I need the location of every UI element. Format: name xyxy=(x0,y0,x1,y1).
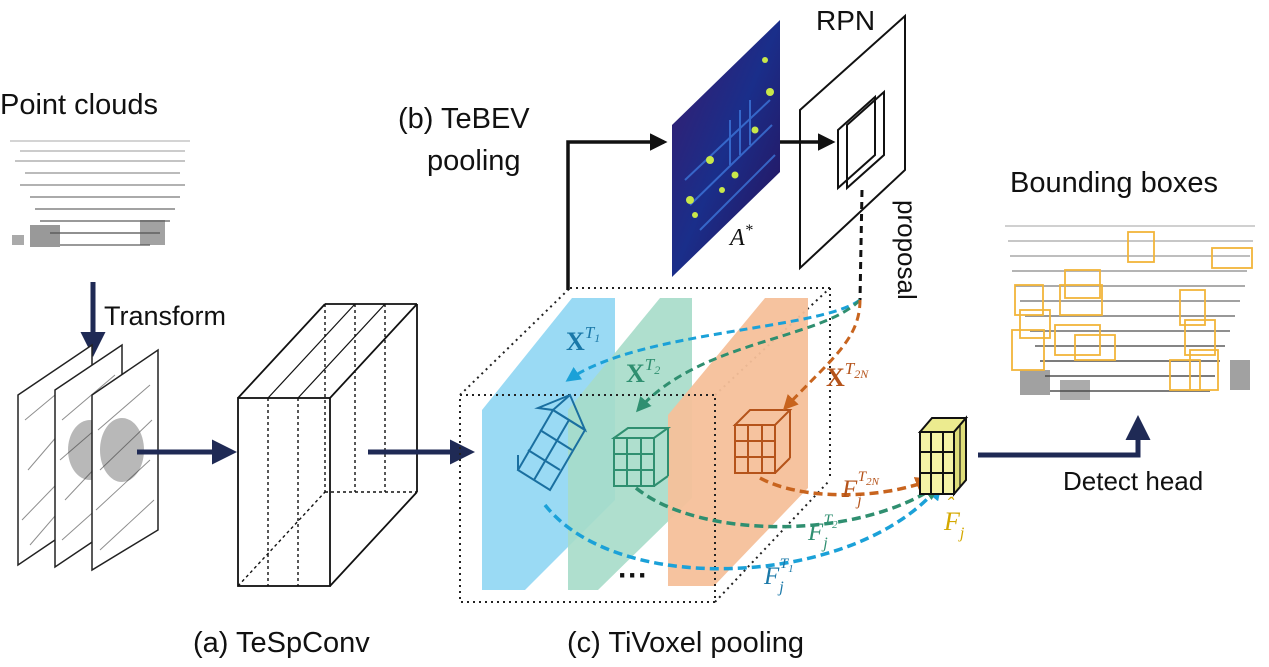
point-clouds-label: Point clouds xyxy=(0,89,158,121)
ellipsis: ··· xyxy=(618,559,648,592)
proposal-line xyxy=(858,189,864,301)
tebev-arrow xyxy=(566,133,668,290)
f-t2n-label: FjT2N xyxy=(841,469,880,509)
voxel-grid-t2 xyxy=(610,427,672,487)
f-hat-accent: ˆ xyxy=(946,492,955,517)
x-t2-label: XT2 xyxy=(626,355,660,388)
proposal-arrow-t2 xyxy=(636,298,862,413)
detect-head-label: Detect head xyxy=(1063,466,1203,496)
voxel-grid-t1 xyxy=(516,393,588,492)
rpn-block xyxy=(799,13,906,271)
f-t1-label: FjT1 xyxy=(763,556,794,596)
rpn-label: RPN xyxy=(816,5,875,36)
pooled-voxel xyxy=(917,415,969,497)
proposal-arrow-t1 xyxy=(565,298,861,382)
proposal-label: proposal xyxy=(892,200,922,300)
bev-heatmap xyxy=(672,20,780,277)
tebev-label-line1: (b) TeBEV xyxy=(398,103,530,135)
feature-arrow-t1 xyxy=(543,482,943,571)
range-image-stack xyxy=(17,343,159,572)
f-t2-label: FjT2 xyxy=(807,512,838,552)
x-t1-label: XT1 xyxy=(566,323,600,356)
point-cloud-input xyxy=(10,140,190,247)
x-t2n-label: XT2N xyxy=(826,359,869,392)
proposal-arrow-t2n xyxy=(782,299,862,411)
bounding-boxes-label: Bounding boxes xyxy=(1010,167,1218,199)
a-star-label: A* xyxy=(728,222,753,251)
feature-arrow-t2n xyxy=(759,476,934,497)
tivoxel-label: (c) TiVoxel pooling xyxy=(567,627,804,659)
tebev-label-line2: pooling xyxy=(427,145,521,177)
tivoxel-block: ··· xyxy=(459,287,831,603)
slice-t2 xyxy=(568,298,692,590)
detect-head-arrow xyxy=(978,415,1151,458)
tespconv-block xyxy=(237,303,418,587)
bounding-box-output xyxy=(1005,225,1255,400)
tespconv-label: (a) TeSpConv xyxy=(193,627,370,659)
feature-arrow-t2 xyxy=(634,482,941,529)
f-hat-label: Fj xyxy=(943,507,965,542)
transform-label: Transform xyxy=(104,301,226,331)
